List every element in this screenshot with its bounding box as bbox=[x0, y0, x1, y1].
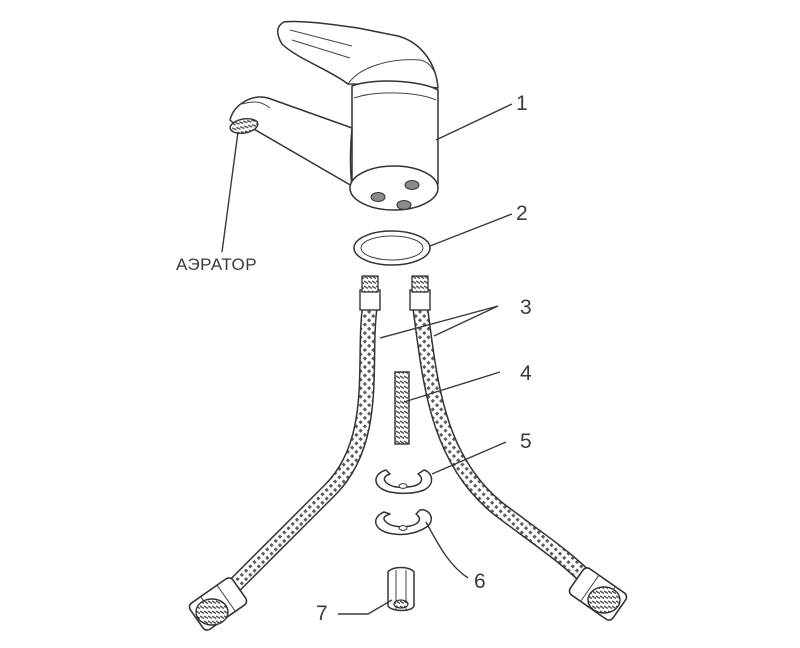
threaded-stud bbox=[394, 371, 410, 445]
callout-5: 5 bbox=[520, 430, 532, 453]
callout-4: 4 bbox=[520, 362, 532, 385]
leader-aerator bbox=[221, 131, 239, 253]
leader-3a bbox=[379, 305, 499, 339]
faucet-body bbox=[229, 20, 439, 211]
clamp-washer bbox=[374, 509, 432, 536]
leader-5 bbox=[431, 441, 507, 475]
callout-6: 6 bbox=[474, 570, 486, 593]
callout-3: 3 bbox=[520, 296, 532, 319]
callout-7: 7 bbox=[316, 602, 328, 625]
hex-nut bbox=[387, 566, 415, 612]
base-gasket bbox=[353, 230, 431, 266]
aerator-label: АЭРАТОР bbox=[176, 255, 257, 274]
horseshoe-washer bbox=[375, 469, 433, 495]
stud-hole bbox=[396, 200, 412, 210]
inlet-hole-left bbox=[370, 192, 386, 202]
leader-3b bbox=[433, 305, 499, 337]
callout-1: 1 bbox=[516, 92, 528, 115]
inlet-hole-right bbox=[404, 180, 420, 190]
leader-2 bbox=[429, 213, 513, 247]
leader-6 bbox=[425, 521, 469, 579]
flexible-hose-left bbox=[188, 275, 381, 631]
leader-4 bbox=[403, 371, 501, 403]
leader-lines bbox=[221, 103, 513, 615]
leader-7 bbox=[338, 599, 393, 615]
leader-1 bbox=[435, 103, 513, 141]
flexible-hose-right bbox=[409, 275, 628, 621]
aerator bbox=[229, 117, 259, 135]
callout-2: 2 bbox=[516, 202, 528, 225]
